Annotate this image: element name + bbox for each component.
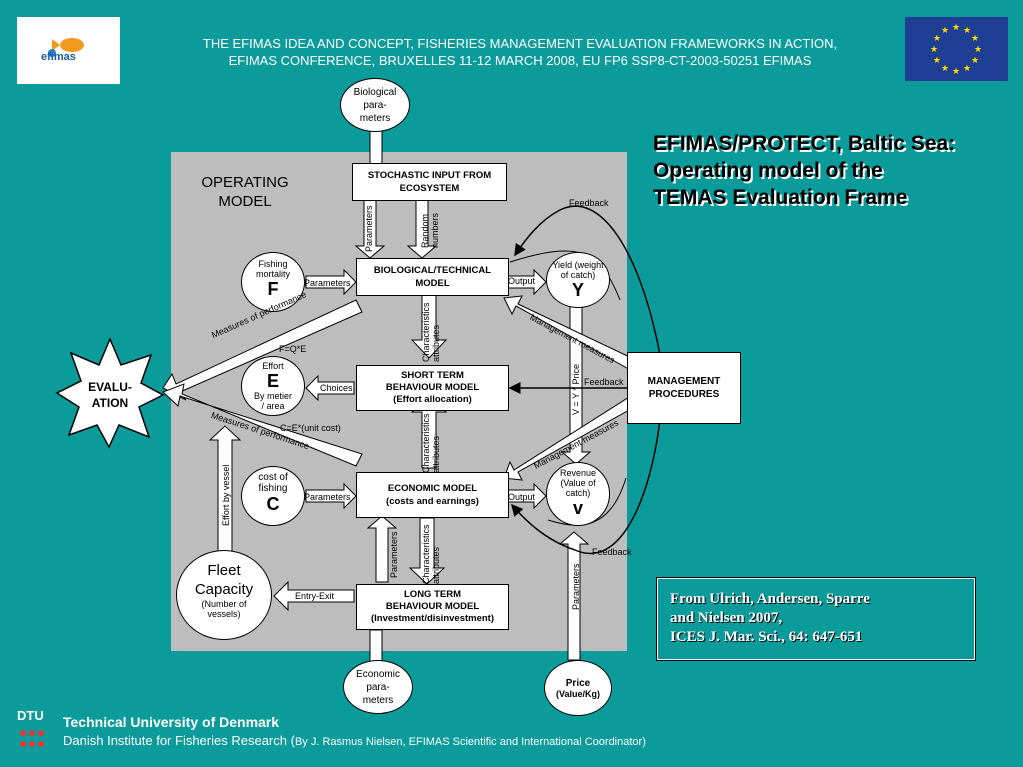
header-line-2: EFIMAS CONFERENCE, BRUXELLES 11-12 MARCH…: [228, 53, 812, 68]
label-output-y: Output: [508, 276, 536, 286]
evaluation-star: [55, 337, 165, 449]
label-parameters-vertical-2: Parameters: [389, 531, 399, 578]
label-parameters-f: Parameters: [304, 278, 351, 288]
label-parameters-c: Parameters: [304, 492, 351, 502]
label-v-equation: V = Y * Price: [571, 364, 581, 415]
eu-star: ★: [933, 55, 941, 65]
fish-logo-icon: [48, 38, 84, 57]
eu-star: ★: [941, 63, 949, 73]
eu-star: ★: [974, 44, 982, 54]
dtu-logo: DTU: [17, 708, 44, 723]
label-feedback-top: Feedback: [569, 198, 609, 208]
label-parameters-vertical-1: Parameters: [364, 205, 374, 252]
citation-text: From Ulrich, Andersen, Sparre and Nielse…: [670, 591, 870, 645]
fishing-mortality-node: Fishing mortality F: [241, 252, 305, 312]
label-entry-exit: Entry-Exit: [295, 591, 335, 601]
eu-star: ★: [933, 33, 941, 43]
header-line-1: THE EFIMAS IDEA AND CONCEPT, FISHERIES M…: [202, 36, 838, 51]
logo-text: efimas: [41, 51, 76, 63]
dtu-mark-icon: [20, 730, 44, 747]
label-c-equation: C=E*(unit cost): [280, 423, 341, 433]
price-node: Price (Value/Kg): [544, 660, 612, 716]
yield-node: Yield (weight of catch) Y: [546, 252, 610, 308]
footer-institute: Danish Institute for Fisheries Research …: [63, 733, 646, 748]
citation-box: [656, 577, 976, 661]
label-parameters-vertical-3: Parameters: [571, 563, 581, 610]
slide-title: EFIMAS/PROTECT, Baltic Sea:Operating mod…: [653, 132, 956, 209]
label-output-v: Output: [508, 492, 536, 502]
cost-of-fishing-node: cost of fishing C: [241, 466, 305, 526]
fleet-capacity-node: Fleet Capacity (Number of vessels): [176, 550, 272, 640]
eu-star: ★: [930, 44, 938, 54]
effort-node: Effort E By metier / area: [241, 356, 305, 416]
eu-star: ★: [963, 63, 971, 73]
eu-star: ★: [952, 22, 960, 32]
eu-star: ★: [941, 25, 949, 35]
label-effort-by-vessel: Effort by vessel: [221, 464, 231, 526]
economic-model-box: ECONOMIC MODEL(costs and earnings): [356, 472, 509, 518]
revenue-node: Revenue (Value of catch) v: [546, 462, 610, 526]
efimas-logo: [17, 17, 120, 84]
eu-stars-icon: ★★★★★★★★★★★★: [930, 22, 982, 76]
eu-star: ★: [952, 66, 960, 76]
evaluation-label: EVALU-ATION: [88, 380, 132, 410]
label-f-equation: F=Q*E: [279, 344, 307, 354]
label-feedback-mid: Feedback: [584, 377, 624, 387]
eu-star: ★: [971, 55, 979, 65]
eu-flag: ★★★★★★★★★★★★: [905, 17, 1008, 81]
footer-university: Technical University of Denmark: [63, 714, 280, 730]
eu-star: ★: [963, 25, 971, 35]
label-feedback-bottom: Feedback: [592, 547, 632, 557]
label-choices: Choices: [320, 383, 353, 393]
eu-star: ★: [971, 33, 979, 43]
